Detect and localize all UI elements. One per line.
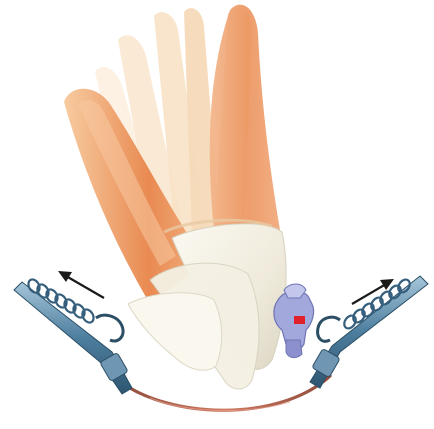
- root-right: [210, 5, 280, 246]
- bracket-marker: [294, 316, 305, 324]
- right-hook: [318, 317, 340, 341]
- crown-front: [128, 293, 222, 371]
- left-arrow-icon: [66, 276, 104, 298]
- bracket-wing-bottom: [286, 340, 302, 358]
- archwire: [118, 376, 330, 410]
- left-arrowhead-icon: [58, 271, 72, 282]
- left-spring-assembly: [14, 271, 132, 394]
- left-hook: [96, 315, 123, 341]
- right-spring-assembly: [310, 276, 428, 388]
